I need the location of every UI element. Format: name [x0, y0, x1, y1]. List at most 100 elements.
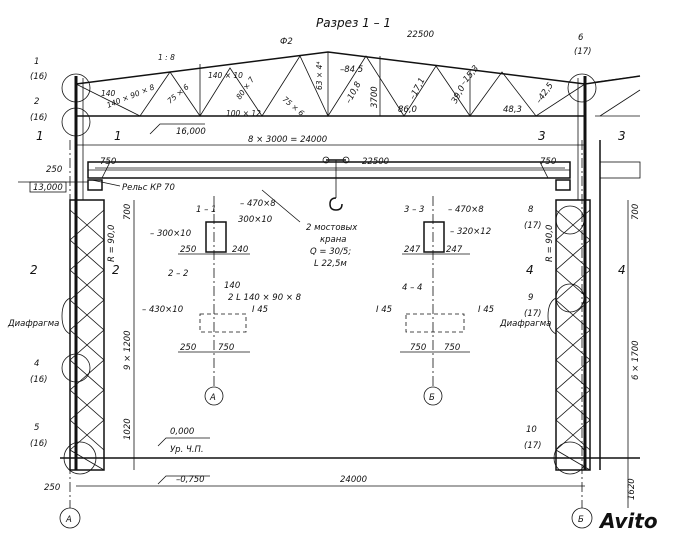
callout-num: 1 [34, 57, 39, 67]
elev-marker [149, 123, 205, 135]
crane-runway [87, 161, 641, 191]
truss-force: –84,5 [340, 65, 363, 75]
crane-note-2: крана [320, 235, 347, 245]
callout-num: 10 [526, 425, 537, 435]
truss-member-label: 100 × 12 [226, 109, 261, 118]
section-ibeam: I 45 [478, 305, 494, 315]
roof-truss [75, 51, 641, 117]
axis-label-b: Б [578, 515, 584, 525]
callout-num: 4 [34, 359, 39, 369]
section-2-2: 2 – 2 140 2 L 140 × 90 × 8 – 430×10 I 45… [142, 269, 302, 353]
truss-force: –42,5 [534, 81, 555, 106]
rail-label: Рельс КР 70 [122, 183, 175, 193]
elev-floor-label: Ур. Ч.П. [170, 445, 204, 455]
axis-bubble-a [59, 507, 81, 529]
elev-truss-bottom: 16,000 [176, 127, 206, 137]
section-3-3: 3 – 3 – 470×8 – 320×12 247 247 [402, 205, 491, 255]
callout-ref: (17) [524, 221, 541, 231]
elev-footing: –0,750 [176, 475, 205, 485]
axis-label-a: А [65, 515, 72, 525]
left-diaphragm-mark [61, 297, 71, 335]
cut-mark-4-left: 4 [526, 263, 534, 277]
avito-watermark: Avito [598, 509, 658, 533]
span-dim: 24000 [340, 475, 367, 485]
section-plate: – 430×10 [142, 305, 183, 315]
section-plate: 300×10 [238, 215, 272, 225]
truss-member-label: 75 × 6 [166, 82, 191, 105]
callout-num: 9 [528, 293, 533, 303]
right-column-lattice [555, 209, 591, 451]
section-dim: 247 [446, 245, 463, 255]
section-plate: – 470×8 [240, 199, 276, 209]
section-dim: 240 [232, 245, 248, 255]
crane-rail-right [555, 179, 571, 191]
left-700-dim: 700 [123, 204, 133, 220]
axis-bubble-a-section [204, 386, 224, 406]
section-dim: 250 [180, 343, 196, 353]
crane-hook [322, 156, 350, 211]
truss-force: –10,8 [344, 80, 364, 106]
callout-num: 8 [528, 205, 534, 215]
callout-ref: (17) [524, 441, 541, 451]
callout-ref: (16) [30, 72, 47, 82]
crane-end-left [87, 161, 111, 179]
right-700-dim: 700 [631, 204, 641, 220]
callout-ref: (17) [574, 47, 591, 57]
right-diaphragm-mark [547, 297, 557, 335]
node-callout-circle [555, 205, 585, 235]
truss-member-label: 75 × 6 [281, 95, 306, 118]
hook-wheel [322, 156, 330, 164]
adjacent-truss [599, 89, 641, 117]
section-dim: 250 [180, 245, 196, 255]
right-6x1700-dim: 6 × 1700 [631, 340, 641, 380]
section-title: 4 – 4 [402, 283, 422, 293]
section-title: 1 – 1 [196, 205, 216, 215]
callout-num: 6 [578, 33, 584, 43]
axis-bubble-b-section [423, 386, 443, 406]
section-dim: 247 [404, 245, 421, 255]
hook-wheel [342, 156, 350, 164]
section-plate: 140 [224, 281, 240, 291]
elev-footing-marker [157, 475, 210, 485]
diaphragm-right: Диафрагма [499, 319, 551, 329]
callout-ref: (16) [30, 439, 47, 449]
section-plate: – 470×8 [448, 205, 484, 215]
rail-leader [91, 179, 121, 187]
left-9x1200-dim: 9 × 1200 [123, 330, 133, 370]
section-shape [205, 221, 227, 253]
node-callout-circle [61, 353, 91, 383]
offset-left-dim: 750 [100, 157, 116, 167]
node-callout-circle [61, 107, 91, 137]
crane-leader [261, 189, 301, 223]
adjacent-crane [599, 161, 641, 179]
node-callout-circle [567, 73, 597, 103]
truss-height: 3700 [370, 86, 380, 108]
node-callout-circle [555, 283, 585, 313]
section-shape [405, 313, 465, 333]
crane-span-dim: 22500 [362, 157, 389, 167]
top-span-dim: 22500 [407, 30, 434, 40]
section-4-4: 4 – 4 I 45 I 45 750 750 [376, 283, 494, 353]
roof-slope: 1 : 8 [158, 53, 175, 62]
left-column-lattice [69, 209, 105, 451]
truss-member-label: 63 × 4⁴ [315, 62, 324, 90]
callout-ref: (16) [30, 375, 47, 385]
callout-num: 5 [34, 423, 39, 433]
elev-rail: 13,000 [33, 183, 63, 193]
diaphragm-left: Диафрагма [7, 319, 59, 329]
section-dim: 750 [444, 343, 460, 353]
section-dim: 750 [218, 343, 234, 353]
radius-right: R = 90,0 [545, 225, 555, 262]
crane-note-3: Q = 30/5; [310, 247, 351, 257]
cut-mark-3-left: 3 [538, 129, 546, 143]
section-shape [423, 221, 445, 253]
left-column [69, 76, 105, 471]
callout-num: 2 [34, 97, 39, 107]
bay-dim: 8 × 3000 = 24000 [248, 135, 327, 145]
section-angle: 2 L 140 × 90 × 8 [228, 293, 302, 303]
offset-right-dim: 750 [540, 157, 556, 167]
left-250-dim: 250 [46, 165, 62, 175]
crane-rail-left [87, 179, 103, 191]
left-1020-dim: 1020 [123, 418, 133, 440]
